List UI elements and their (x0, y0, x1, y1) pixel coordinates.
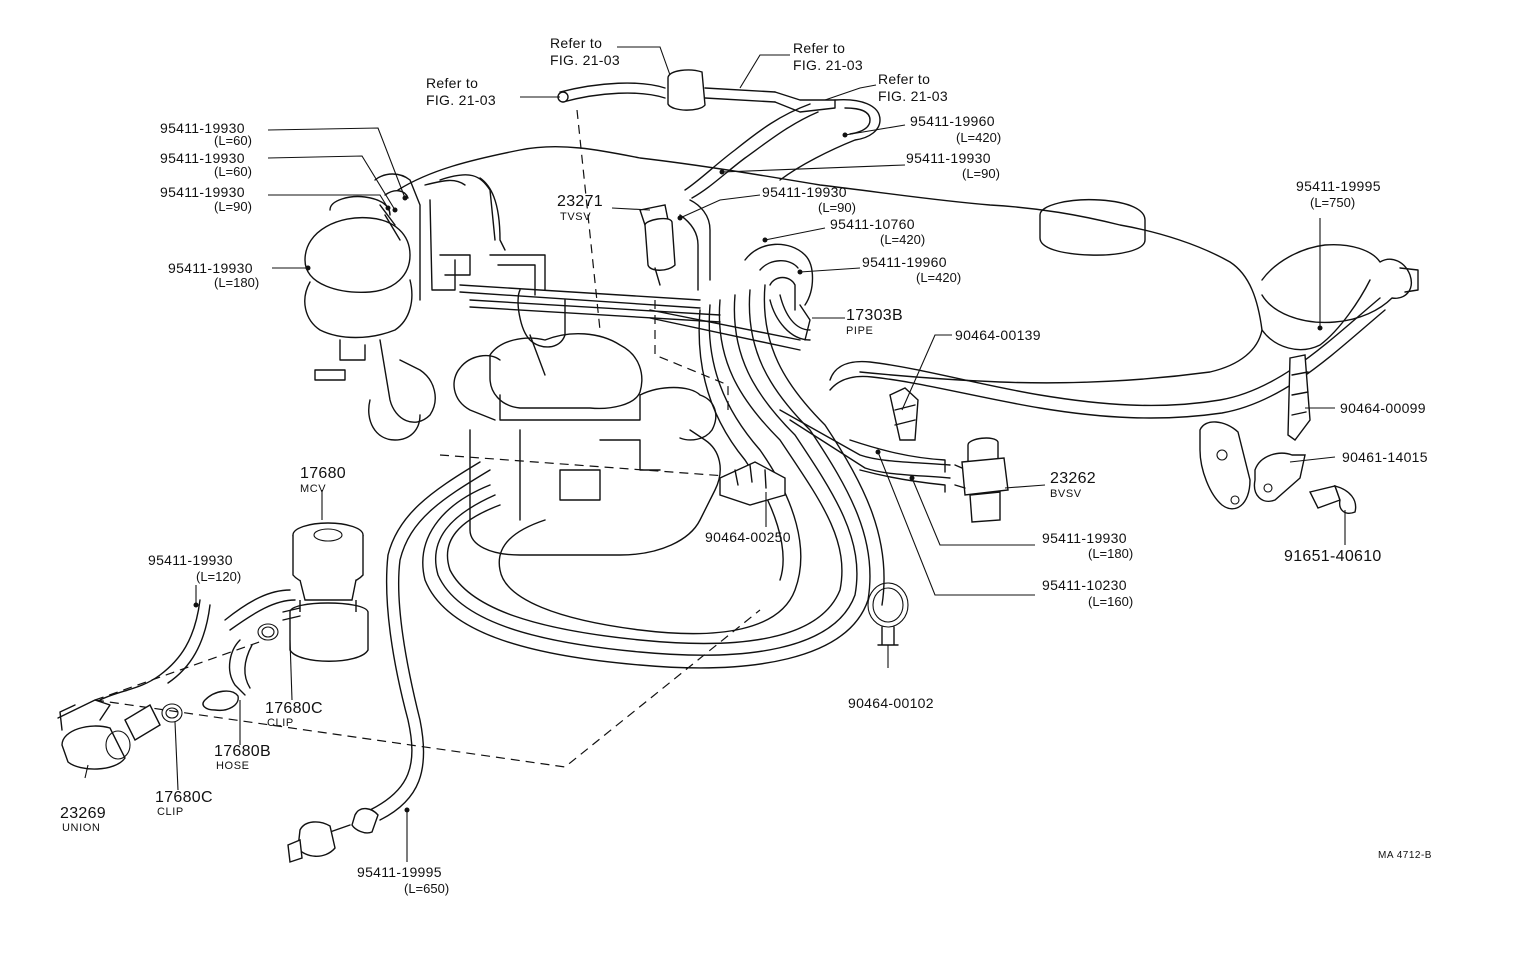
hose-l90-a-length: (L=90) (214, 199, 252, 214)
pipe-name: PIPE (846, 325, 874, 337)
clip-a-part-number: 17680C (265, 700, 323, 717)
hose-10230-part: 95411-10230 (1042, 577, 1127, 593)
hose-10760-length: (L=420) (880, 232, 926, 247)
clamp-00250-part: 90464-00250 (705, 529, 791, 545)
bracket-14015-part: 90461-14015 (1342, 449, 1428, 465)
union-part (57, 699, 183, 770)
clip-b-name: CLIP (157, 806, 184, 818)
hose-19960-a-part: 95411-19960 (910, 113, 995, 129)
mcv-hoses (99, 589, 301, 712)
hose-l90-a-part: 95411-19930 (160, 184, 245, 200)
pipe-part-number: 17303B (846, 307, 903, 324)
hose-l60-b-length: (L=60) (214, 164, 252, 179)
hose-l90-b-length: (L=90) (962, 166, 1000, 181)
hose-19960-b-part: 95411-19960 (862, 254, 947, 270)
hose-19995-a-part: 95411-19995 (1296, 178, 1381, 194)
refer-label-top-right1-line1: Refer to (793, 40, 846, 56)
hose-l120-length: (L=120) (196, 569, 242, 584)
main-hose-bundle (422, 243, 885, 669)
mcv-part-number: 17680 (300, 465, 346, 482)
hose-l90-b-part: 95411-19930 (906, 150, 991, 166)
leader-lines (84, 46, 1346, 862)
hose-l120-part: 95411-19930 (148, 552, 233, 568)
hose-l180-b-part: 95411-19930 (1042, 530, 1127, 546)
hose-l180-a-part: 95411-19930 (168, 260, 253, 276)
drawing-code: MA 4712-B (1378, 850, 1432, 861)
hose-l180-b-length: (L=180) (1088, 546, 1134, 561)
hose-10230-length: (L=160) (1088, 594, 1134, 609)
hose-19960-a-length: (L=420) (956, 130, 1002, 145)
union-part-number: 23269 (60, 805, 106, 822)
hose-l60-a-part: 95411-19930 (160, 120, 245, 136)
hose-19995-b-part: 95411-19995 (357, 864, 442, 880)
egr-hoses (374, 173, 721, 376)
bvsv-part (954, 437, 1009, 523)
hose-l60-a-length: (L=60) (214, 133, 252, 148)
connection-dots (193, 132, 1323, 813)
clip-b-part-number: 17680C (155, 789, 213, 806)
refer-label-top-right1-line2: FIG. 21-03 (793, 57, 863, 73)
clamp-00102 (867, 582, 909, 646)
clamp-00139 (889, 387, 919, 441)
right-brackets (1199, 354, 1357, 514)
top-hoses (424, 69, 881, 291)
reference-lines (94, 109, 781, 768)
clamp-00250 (719, 461, 786, 506)
refer-label-top-mid-line1: Refer to (550, 35, 603, 51)
hose-19995-650 (287, 461, 491, 863)
hose-l90-c-part: 95411-19930 (762, 184, 847, 200)
refer-label-top-right2-line1: Refer to (878, 71, 931, 87)
refer-label-top-left-line1: Refer to (426, 75, 479, 91)
hose-19995-a-length: (L=750) (1310, 195, 1356, 210)
refer-label-top-right2-line2: FIG. 21-03 (878, 88, 948, 104)
clamp-00102-part: 90464-00102 (848, 695, 934, 711)
tvsv-part-number: 23271 (557, 193, 603, 210)
hose-19995-b-length: (L=650) (404, 881, 450, 896)
bolt-part-number: 91651-40610 (1284, 548, 1382, 565)
bvsv-name: BVSV (1050, 488, 1082, 500)
tvsv-part (639, 204, 676, 286)
clamp-00099-part: 90464-00099 (1340, 400, 1426, 416)
hose-l180-a-length: (L=180) (214, 275, 260, 290)
clip-a-name: CLIP (267, 717, 294, 729)
clamp-00139-part: 90464-00139 (955, 327, 1041, 343)
hose-19960-b-length: (L=420) (916, 270, 962, 285)
pipe-17303b (649, 294, 811, 351)
union-name: UNION (62, 822, 101, 834)
hose-l60-b-part: 95411-19930 (160, 150, 245, 166)
hose-l90-c-length: (L=90) (818, 200, 856, 215)
hose-b-part-number: 17680B (214, 743, 271, 760)
hose-10760-part: 95411-10760 (830, 216, 915, 232)
mcv-part (289, 522, 369, 662)
tvsv-name: TVSV (560, 211, 592, 223)
bvsv-part-number: 23262 (1050, 470, 1096, 487)
mcv-name: MCV (300, 483, 327, 495)
refer-label-top-mid-line2: FIG. 21-03 (550, 52, 620, 68)
refer-label-top-left-line2: FIG. 21-03 (426, 92, 496, 108)
hose-b-name: HOSE (216, 760, 250, 772)
